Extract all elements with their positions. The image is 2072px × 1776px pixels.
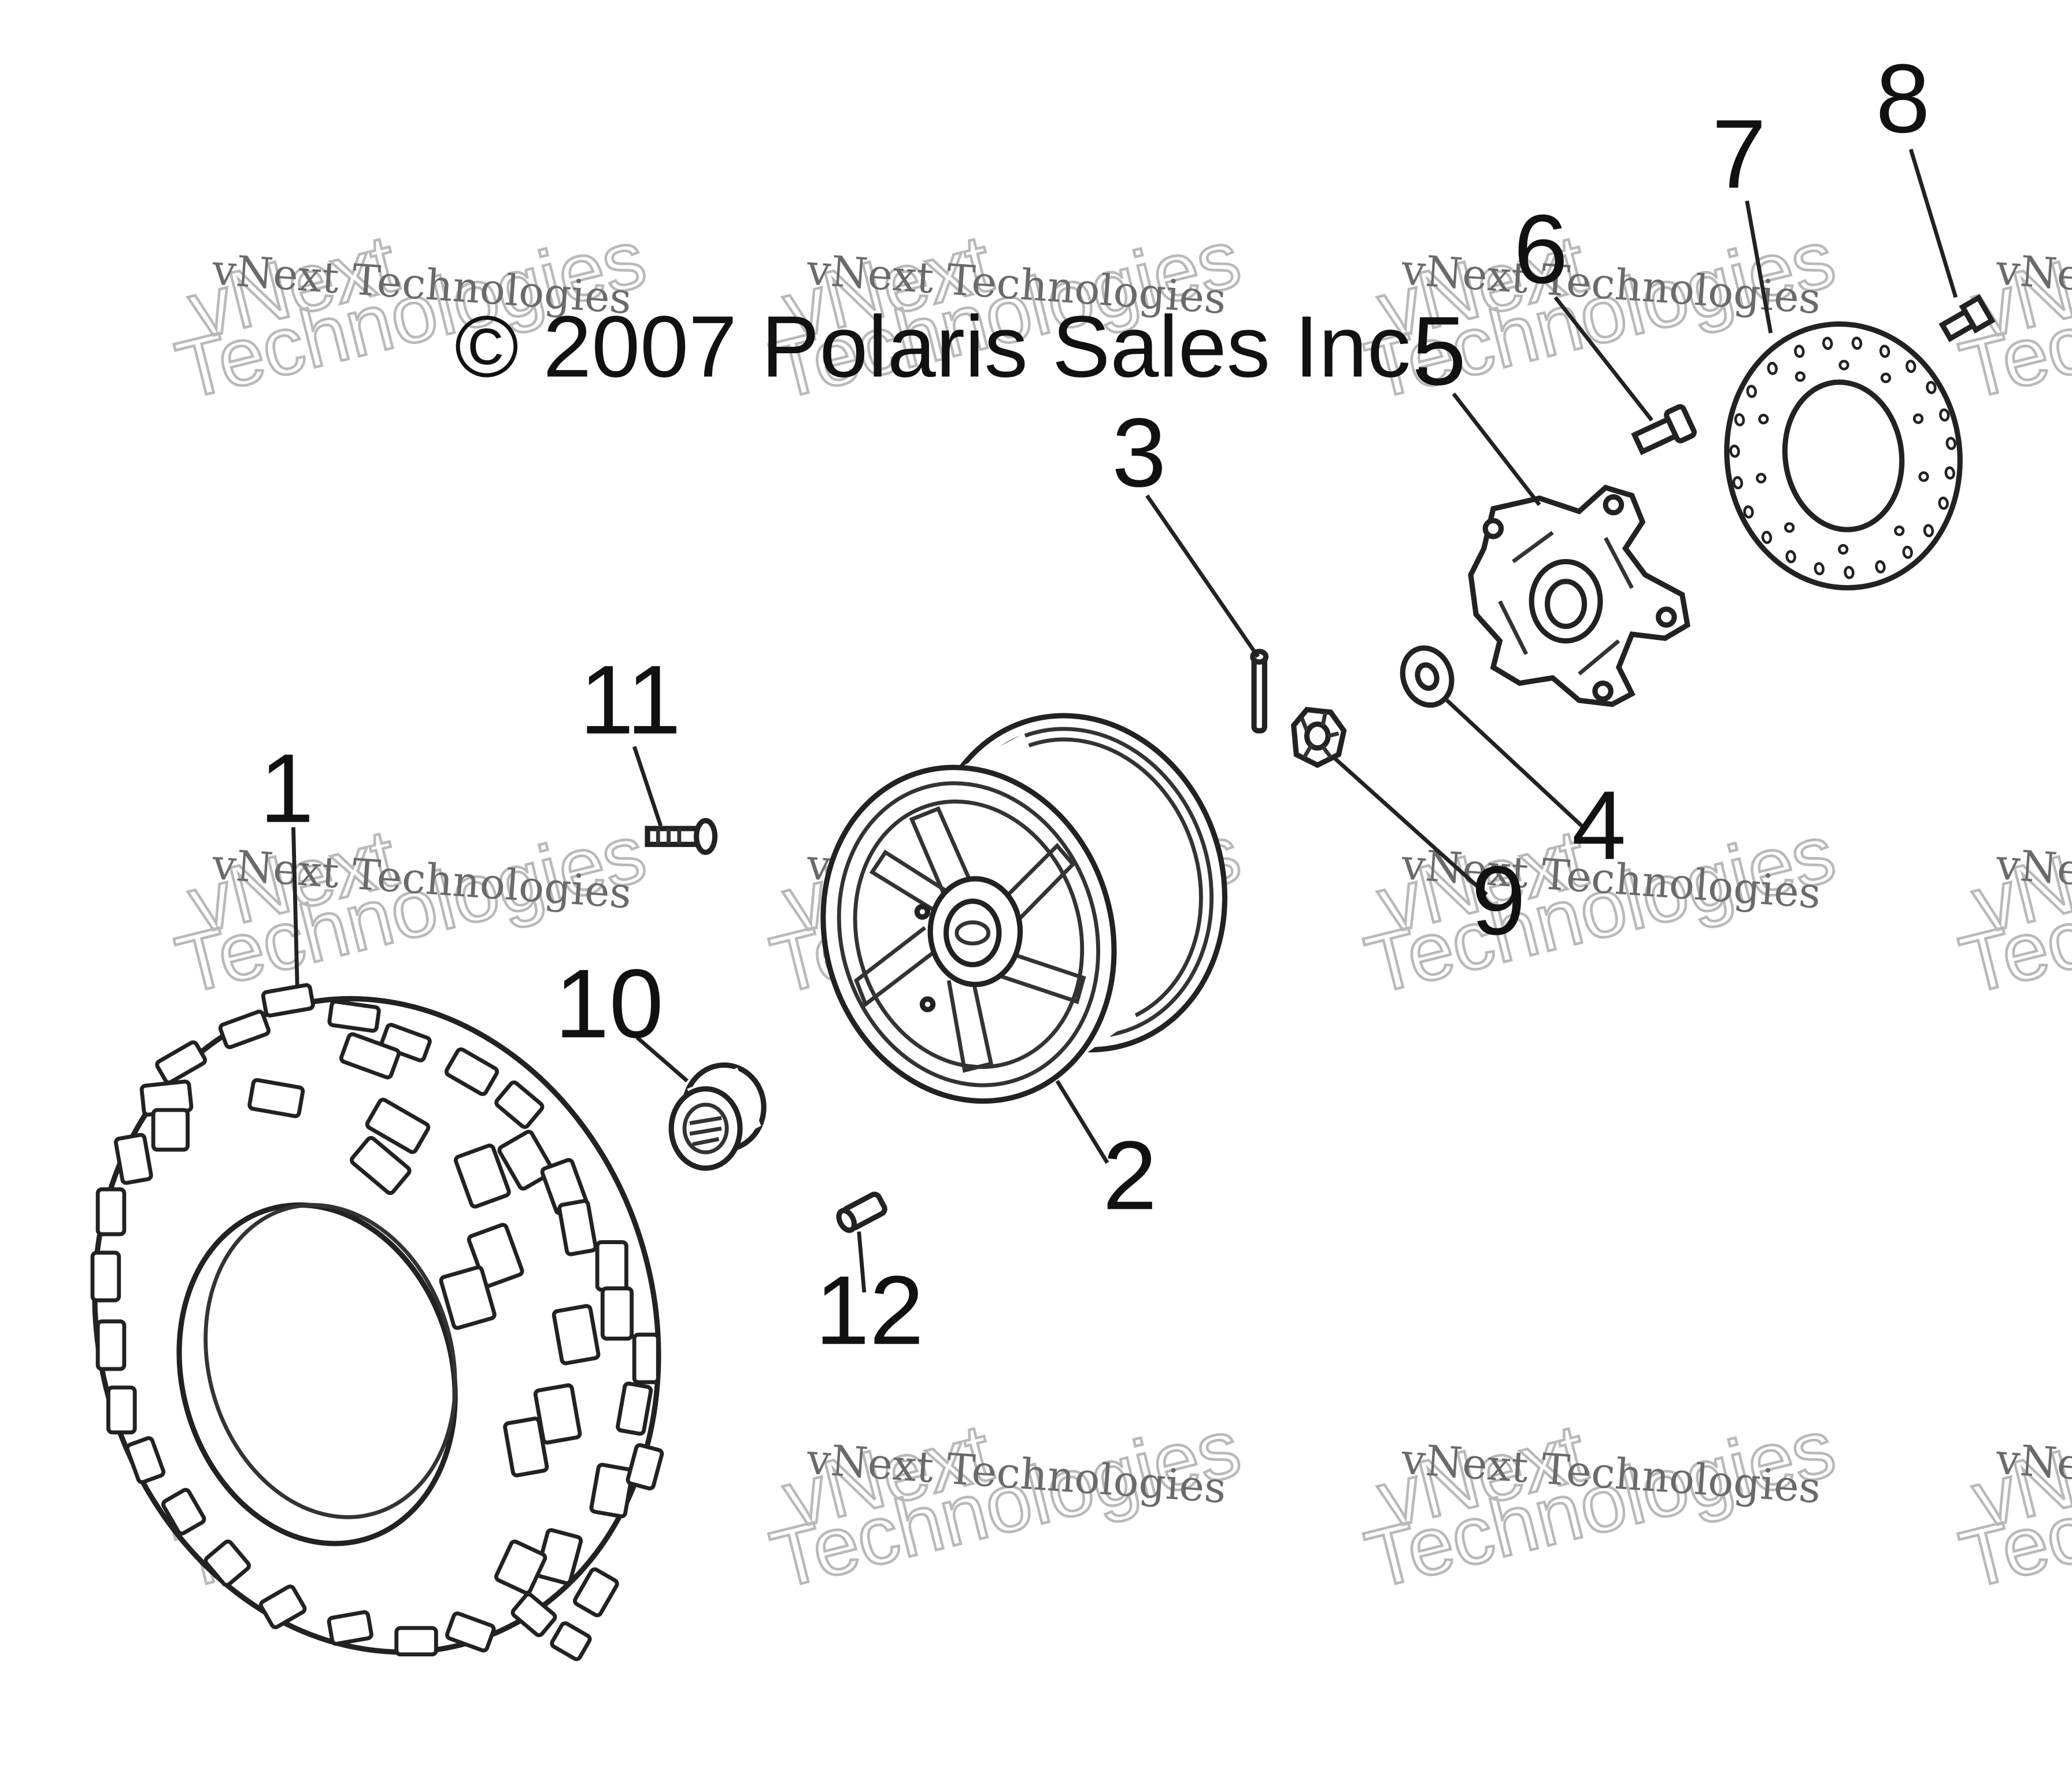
- watermark: vNext Technologies vNext Technologies: [1951, 1400, 2072, 1607]
- callout-1: 1: [260, 734, 314, 843]
- callout-4: 4: [1572, 771, 1626, 880]
- callout-3: 3: [1112, 398, 1166, 507]
- svg-text:Technologies: Technologies: [1952, 807, 2072, 1011]
- washer-icon: [1400, 645, 1455, 708]
- castle-nut-icon: [1290, 706, 1347, 768]
- cotter-pin-icon: [1250, 649, 1269, 734]
- callout-5: 5: [1412, 296, 1466, 405]
- disc-bolt-icon: [1938, 294, 1996, 342]
- valve-stem-icon: [836, 1192, 887, 1233]
- leader-lines: [291, 149, 1958, 1293]
- copyright-notice: © 2007 Polaris Sales Inc.: [454, 297, 1435, 395]
- wheel-hub-icon: [1468, 484, 1690, 707]
- callout-8: 8: [1875, 44, 1930, 153]
- tire-icon: [90, 983, 664, 1662]
- callout-10: 10: [555, 949, 664, 1058]
- callout-9: 9: [1471, 846, 1526, 955]
- brake-disc-icon: [1724, 321, 1963, 591]
- wheel-rim-icon: [820, 713, 1228, 1104]
- hub-bolt-icon: [1631, 404, 1697, 456]
- wheel-stud-icon: [645, 817, 718, 855]
- callout-11: 11: [579, 645, 681, 754]
- callout-6: 6: [1514, 194, 1568, 304]
- callout-2: 2: [1102, 1120, 1157, 1230]
- watermark: vNext Technologies vNext Technologies: [1951, 806, 2072, 1013]
- callout-7: 7: [1712, 99, 1766, 209]
- svg-text:Technologies: Technologies: [1952, 1402, 2072, 1606]
- watermark: vNext Technologies vNext Technologies: [761, 1400, 1250, 1607]
- callout-12: 12: [815, 1256, 924, 1365]
- watermark: vNext Technologies vNext Technologies: [1356, 1400, 1844, 1607]
- callout-numbers: 1 2 3 4 5 6 7 8 9 10 11 12: [260, 44, 1930, 1365]
- hub-cap-icon: [668, 1062, 767, 1171]
